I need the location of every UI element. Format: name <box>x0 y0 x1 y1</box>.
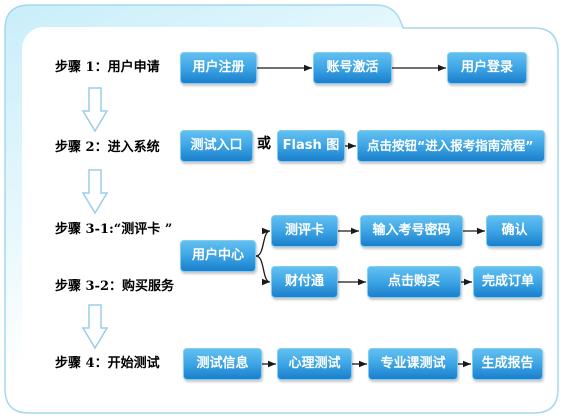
psych-test-box: 心理测试 <box>277 348 352 380</box>
login-box: 用户登录 <box>447 52 527 84</box>
down-arrow-icon <box>81 87 109 133</box>
or-label: 或 <box>257 136 271 152</box>
test-card-box: 测评卡 <box>271 215 338 247</box>
step-3-2-label: 步骤 3-2：购买服务 <box>55 279 175 294</box>
step-4-label: 步骤 4：开始测试 <box>55 356 160 371</box>
major-test-box: 专业课测试 <box>368 348 458 380</box>
order-done-box: 完成订单 <box>473 266 543 298</box>
test-entry-box: 测试入口 <box>180 130 253 162</box>
tenpay-box: 财付通 <box>271 266 338 298</box>
step-2-label: 步骤 2：进入系统 <box>55 140 160 155</box>
down-arrow-icon <box>81 304 109 350</box>
down-arrow-icon <box>81 169 109 215</box>
report-box: 生成报告 <box>472 348 543 380</box>
arrow-center-to-card <box>255 227 271 257</box>
arrow-center-to-tenpay <box>255 255 271 286</box>
confirm-box: 确认 <box>486 215 543 247</box>
activate-box: 账号激活 <box>313 52 392 84</box>
test-info-box: 测试信息 <box>183 348 262 380</box>
enter-password-box: 输入考号密码 <box>360 215 463 247</box>
frame-outline <box>4 4 559 414</box>
step-1-label: 步骤 1：用户申请 <box>55 60 160 75</box>
flash-box: Flash 图 <box>277 130 345 162</box>
register-box: 用户注册 <box>180 52 257 84</box>
user-center-box: 用户中心 <box>180 240 256 272</box>
buy-box: 点击购买 <box>367 266 461 298</box>
step-3-1-label: 步骤 3-1:“测评卡 ” <box>55 222 173 237</box>
guide-button-box: 点击按钮“进入报考指南流程” <box>357 130 545 162</box>
